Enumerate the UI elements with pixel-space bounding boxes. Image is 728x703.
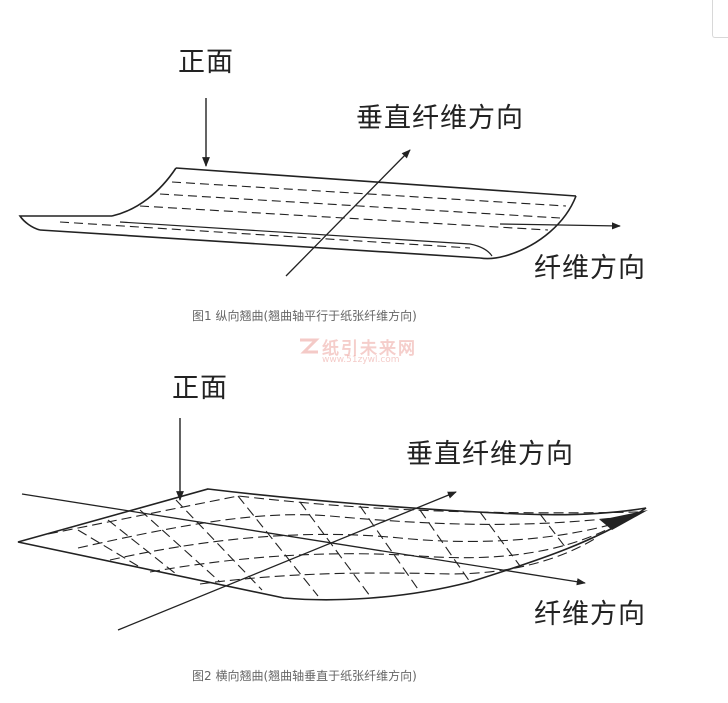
transverse-curl-sheet: [17, 488, 647, 601]
sheet2-outline: [17, 488, 647, 601]
fiber-arrowhead-tip: [600, 510, 648, 530]
watermark-title: 纸引未来网: [322, 339, 417, 359]
fig1-cross-direction-label: 垂直纤维方向: [356, 103, 524, 134]
fig2-cross-direction-label: 垂直纤维方向: [406, 439, 574, 470]
cross-axis-line-2: [117, 491, 457, 631]
sheet-front-roll: [119, 221, 493, 257]
fig2-front-label: 正面: [172, 373, 228, 404]
fig2-caption: 图2 横向翘曲(翘曲轴垂直于纸张纤维方向): [192, 669, 417, 683]
watermark: 纸引未来网 www.51zywl.com: [298, 334, 438, 370]
fig1-front-label: 正面: [178, 47, 234, 78]
fig1-caption: 图1 纵向翘曲(翘曲轴平行于纸张纤维方向): [192, 309, 417, 323]
fig1-fiber-direction-label: 纤维方向: [534, 253, 646, 284]
fig2-fiber-direction-label: 纤维方向: [534, 599, 646, 630]
watermark-logo-icon: [300, 338, 320, 354]
sheet-left-curl: [111, 167, 177, 217]
sheet-back-edge: [175, 167, 577, 197]
sheet-front-edge: [39, 229, 481, 259]
grid-dashes: [47, 495, 641, 597]
fiber-axis-line-2: [21, 493, 586, 586]
sheet-right-curl: [479, 195, 577, 260]
sheet-left-lip: [18, 215, 112, 231]
frame-corner: [712, 0, 728, 38]
watermark-url: www.51zywl.com: [322, 355, 400, 365]
fiber-axis-line-1: [499, 222, 621, 230]
longitudinal-curl-sheet: [18, 167, 577, 260]
fiber-dashes: [59, 181, 567, 249]
cross-axis-line-1: [285, 149, 411, 277]
